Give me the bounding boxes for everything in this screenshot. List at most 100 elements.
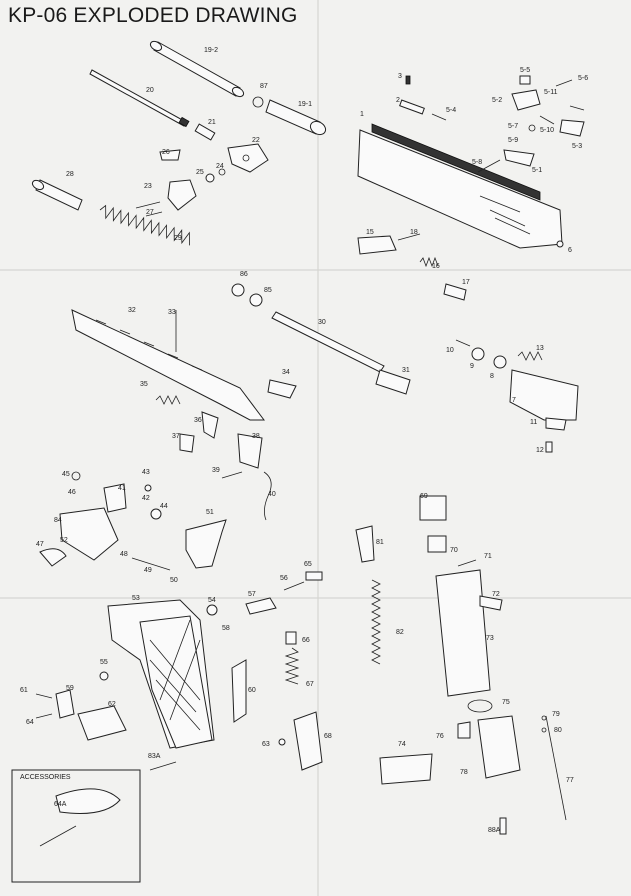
part-label: 5-2 xyxy=(492,97,502,104)
part-label: 6 xyxy=(568,247,572,254)
part-label: 13 xyxy=(536,345,544,352)
accessories-box xyxy=(11,769,141,883)
part-label: 5-5 xyxy=(520,67,530,74)
magazine-73 xyxy=(419,495,503,697)
part-label: 30 xyxy=(318,319,326,326)
part-label: 57 xyxy=(248,591,256,598)
part-label: 1 xyxy=(360,111,364,118)
part-label: 16 xyxy=(432,263,440,270)
part-label: 10 xyxy=(446,347,454,354)
magazine-base xyxy=(379,699,567,835)
part-label: 5-4 xyxy=(446,107,456,114)
part-label: 53 xyxy=(132,595,140,602)
part-label: 2 xyxy=(396,97,400,104)
part-label: 81 xyxy=(376,539,384,546)
part-label: 19-2 xyxy=(204,47,218,54)
part-label: 40 xyxy=(268,491,276,498)
part-label: 24 xyxy=(216,163,224,170)
part-label: 8 xyxy=(490,373,494,380)
part-label: 47 xyxy=(36,541,44,548)
part-label: 22 xyxy=(252,137,260,144)
part-label: 79 xyxy=(552,711,560,718)
outer-barrel-19-2 xyxy=(149,40,245,98)
part-label: 61 xyxy=(20,687,28,694)
part-label: 31 xyxy=(402,367,410,374)
part-label: 68 xyxy=(324,733,332,740)
part-label: 32 xyxy=(128,307,136,314)
part-label: 20 xyxy=(146,87,154,94)
magazine-release xyxy=(355,525,381,665)
part-label: 11 xyxy=(530,419,537,426)
part-label: 23 xyxy=(144,183,152,190)
part-label: 49 xyxy=(144,567,152,574)
part-label: 33 xyxy=(168,309,176,316)
part-label: 48 xyxy=(120,551,128,558)
housing-parts xyxy=(245,571,323,771)
part-label: 26 xyxy=(162,149,170,156)
part-label: 78 xyxy=(460,769,468,776)
part-label: 28 xyxy=(66,171,74,178)
part-label: 73 xyxy=(486,635,494,642)
part-label: 25 xyxy=(196,169,204,176)
part-label: 75 xyxy=(502,699,510,706)
part-label: 70 xyxy=(450,547,458,554)
part-label: 50 xyxy=(170,577,178,584)
part-label: 5-1 xyxy=(532,167,542,174)
accessories-label: ACCESSORIES xyxy=(20,774,71,781)
washer-85 xyxy=(249,293,263,307)
o-ring-87 xyxy=(252,96,264,108)
part-label: 27 xyxy=(146,209,154,216)
part-label: 5-3 xyxy=(572,143,582,150)
part-label: 19-1 xyxy=(298,101,312,108)
part-label: 65 xyxy=(304,561,312,568)
part-label: 83A xyxy=(148,753,161,760)
part-label: 77 xyxy=(566,777,574,784)
grip-panel-55 xyxy=(139,615,213,749)
frame-rail-32 xyxy=(71,309,265,421)
hammer-small-parts xyxy=(135,149,226,217)
blowback-unit-7 xyxy=(455,339,579,453)
part-label: 72 xyxy=(492,591,500,598)
chamber-21 xyxy=(194,123,216,141)
part-label: 3 xyxy=(398,73,402,80)
inner-barrel-20 xyxy=(89,69,190,128)
part-label: 35 xyxy=(140,381,148,388)
part-label: 58 xyxy=(222,625,230,632)
rod-30 xyxy=(271,311,385,373)
part-label: 37 xyxy=(172,433,180,440)
part-label: 80 xyxy=(554,727,562,734)
part-label: 41 xyxy=(118,485,126,492)
washer-86 xyxy=(231,283,245,297)
part-label: 59 xyxy=(66,685,74,692)
part-label: 46 xyxy=(68,489,76,496)
part-label: 44 xyxy=(160,503,168,510)
part-label: 74 xyxy=(398,741,406,748)
part-label: 12 xyxy=(536,447,544,454)
rod-end-31 xyxy=(375,369,411,395)
part-label: 60 xyxy=(248,687,256,694)
part-label: 42 xyxy=(142,495,150,502)
recoil-spring-29 xyxy=(99,204,190,246)
part-label: 34 xyxy=(282,369,290,376)
barrel-bushing-19-1 xyxy=(265,99,327,136)
part-label: 7 xyxy=(512,397,516,404)
part-label: 66 xyxy=(302,637,310,644)
part-label: 52 xyxy=(60,537,68,544)
part-label: 5-10 xyxy=(540,127,554,134)
part-label: 85 xyxy=(264,287,272,294)
part-label: 5-9 xyxy=(508,137,518,144)
grip-small-parts xyxy=(35,659,247,771)
part-label: 71 xyxy=(484,553,492,560)
part-label: 9 xyxy=(470,363,474,370)
part-label: 86 xyxy=(240,271,248,278)
part-label: 51 xyxy=(206,509,214,516)
hammer-22 xyxy=(227,143,269,173)
part-label: 82 xyxy=(396,629,404,636)
part-label: 5-11 xyxy=(544,89,558,96)
part-label: 39 xyxy=(212,467,220,474)
part-label: 88A xyxy=(488,827,501,834)
part-label: 5-7 xyxy=(508,123,518,130)
part-label: 67 xyxy=(306,681,314,688)
part-label: 5-8 xyxy=(472,159,482,166)
